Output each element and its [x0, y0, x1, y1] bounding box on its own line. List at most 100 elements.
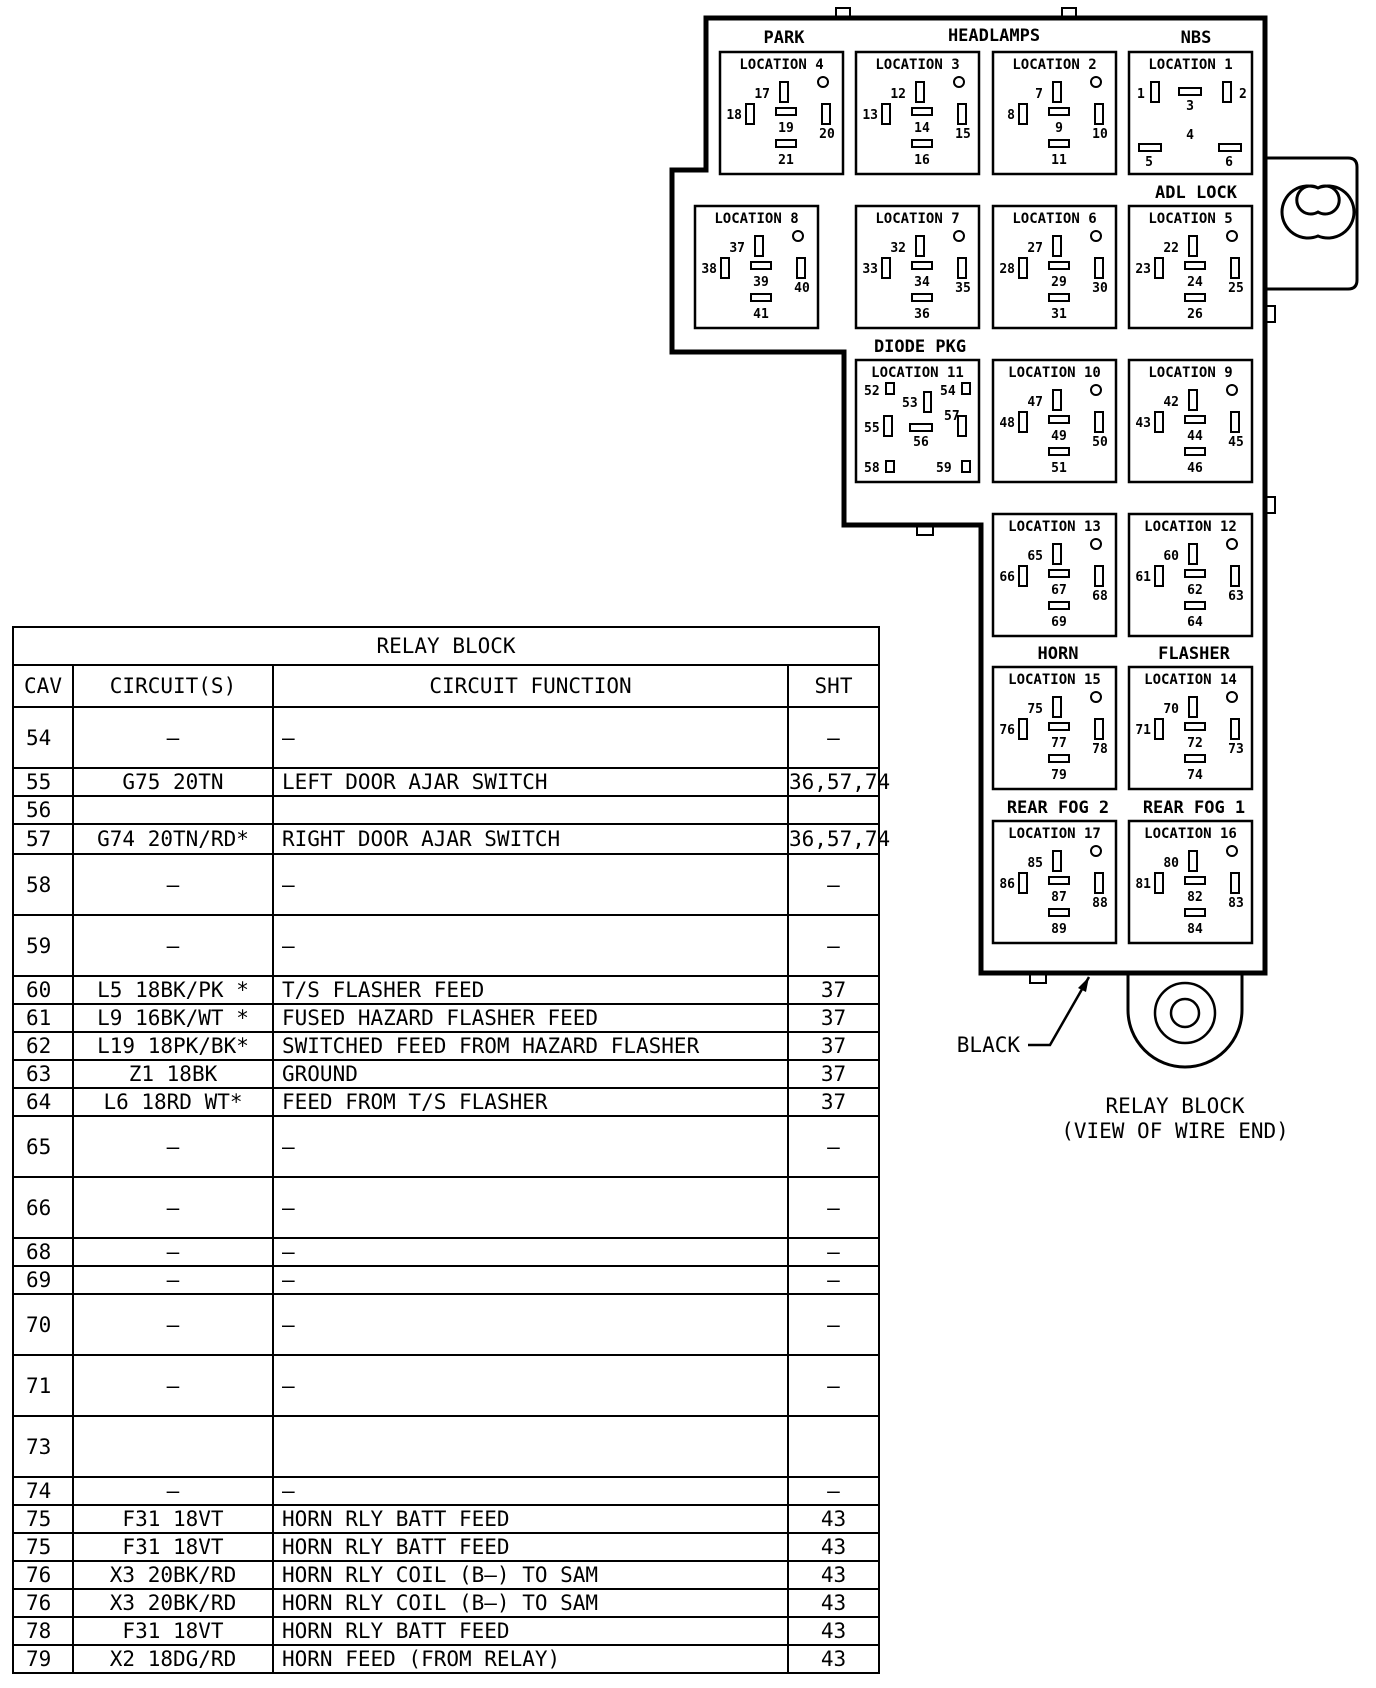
pin-number: 27	[1027, 241, 1043, 256]
cav-cell: 71	[12, 1354, 74, 1417]
pin-number: 22	[1163, 241, 1179, 256]
circuit-cell: —	[72, 853, 274, 916]
sht-cell: —	[786, 1237, 881, 1267]
pin-number: 57	[944, 409, 960, 424]
pin-number: 13	[862, 108, 878, 123]
location-name: LOCATION 1	[1148, 57, 1232, 73]
pin-number: 26	[1187, 307, 1203, 322]
function-cell: HORN RLY BATT FEED	[272, 1616, 789, 1646]
function-cell	[272, 795, 789, 825]
pin-number: 47	[1027, 395, 1043, 410]
function-cell: T/S FLASHER FEED	[272, 975, 789, 1005]
pin-number: 17	[754, 87, 770, 102]
pin-number: 9	[1055, 121, 1063, 136]
pin-number: 15	[955, 127, 971, 142]
circuit-cell: —	[72, 1176, 274, 1239]
pin-number: 54	[940, 384, 956, 399]
header-cav: CAV	[12, 664, 74, 708]
location-name: LOCATION 12	[1144, 519, 1237, 535]
pin-number: 74	[1187, 768, 1203, 783]
cav-cell: 55	[12, 767, 74, 797]
circuit-cell	[72, 795, 274, 825]
pin-number: 14	[914, 121, 930, 136]
pin-number: 38	[701, 262, 717, 277]
function-cell: GROUND	[272, 1059, 789, 1089]
cav-cell: 60	[12, 975, 74, 1005]
function-cell: FEED FROM T/S FLASHER	[272, 1087, 789, 1117]
sht-cell: 43	[786, 1532, 881, 1562]
sht-cell: 43	[786, 1560, 881, 1590]
header-circuit-function: CIRCUIT FUNCTION	[272, 664, 789, 708]
table-row: 59———	[12, 914, 881, 977]
pin-number: 16	[914, 153, 930, 168]
circuit-cell: —	[72, 1115, 274, 1178]
table-row: 70———	[12, 1293, 881, 1356]
pin-number: 30	[1092, 281, 1108, 296]
function-cell: HORN RLY COIL (B—) TO SAM	[272, 1560, 789, 1590]
function-cell: HORN RLY BATT FEED	[272, 1504, 789, 1534]
sht-cell: —	[786, 914, 881, 977]
sht-cell: —	[786, 1293, 881, 1356]
pin-number: 77	[1051, 736, 1067, 751]
table-row: 56	[12, 795, 881, 825]
pin-number: 66	[999, 570, 1015, 585]
pin-number: 2	[1239, 87, 1247, 102]
pin-number: 12	[890, 87, 906, 102]
pin-number: 56	[913, 435, 929, 450]
pin-number: 82	[1187, 890, 1203, 905]
sht-cell	[786, 795, 881, 825]
pin-number: 41	[753, 307, 769, 322]
function-cell: —	[272, 1237, 789, 1267]
cav-cell: 63	[12, 1059, 74, 1089]
sht-cell: 43	[786, 1588, 881, 1618]
pin-number: 25	[1228, 281, 1244, 296]
cav-cell: 79	[12, 1644, 74, 1674]
sht-cell: —	[786, 853, 881, 916]
pin-number: 32	[890, 241, 906, 256]
cav-cell: 62	[12, 1031, 74, 1061]
function-cell: —	[272, 1354, 789, 1417]
circuit-cell: —	[72, 1354, 274, 1417]
table-row: 54———	[12, 706, 881, 769]
cav-cell: 73	[12, 1415, 74, 1478]
circuit-cell: L6 18RD WT*	[72, 1087, 274, 1117]
pin-number: 50	[1092, 435, 1108, 450]
sht-cell: 37	[786, 1031, 881, 1061]
pin-number: 79	[1051, 768, 1067, 783]
cav-cell: 68	[12, 1237, 74, 1267]
pin-number: 62	[1187, 583, 1203, 598]
location-name: LOCATION 6	[1012, 211, 1096, 227]
cav-cell: 66	[12, 1176, 74, 1239]
function-cell: —	[272, 706, 789, 769]
pin-number: 28	[999, 262, 1015, 277]
pin-number: 80	[1163, 856, 1179, 871]
function-cell: HORN RLY BATT FEED	[272, 1532, 789, 1562]
table-row: 66———	[12, 1176, 881, 1239]
label-horn: HORN	[1038, 644, 1079, 664]
label-nbs: NBS	[1181, 28, 1212, 48]
pin-number: 73	[1228, 742, 1244, 757]
sht-cell: —	[786, 1476, 881, 1506]
function-cell: HORN FEED (FROM RELAY)	[272, 1644, 789, 1674]
pin-number: 65	[1027, 549, 1043, 564]
function-cell: —	[272, 1265, 789, 1295]
circuit-cell: L19 18PK/BK*	[72, 1031, 274, 1061]
circuit-cell: X3 20BK/RD	[72, 1588, 274, 1618]
pin-number: 76	[999, 723, 1015, 738]
pin-number: 33	[862, 262, 878, 277]
header-circuits: CIRCUIT(S)	[72, 664, 274, 708]
sht-cell: —	[786, 1265, 881, 1295]
circuit-cell: X2 18DG/RD	[72, 1644, 274, 1674]
